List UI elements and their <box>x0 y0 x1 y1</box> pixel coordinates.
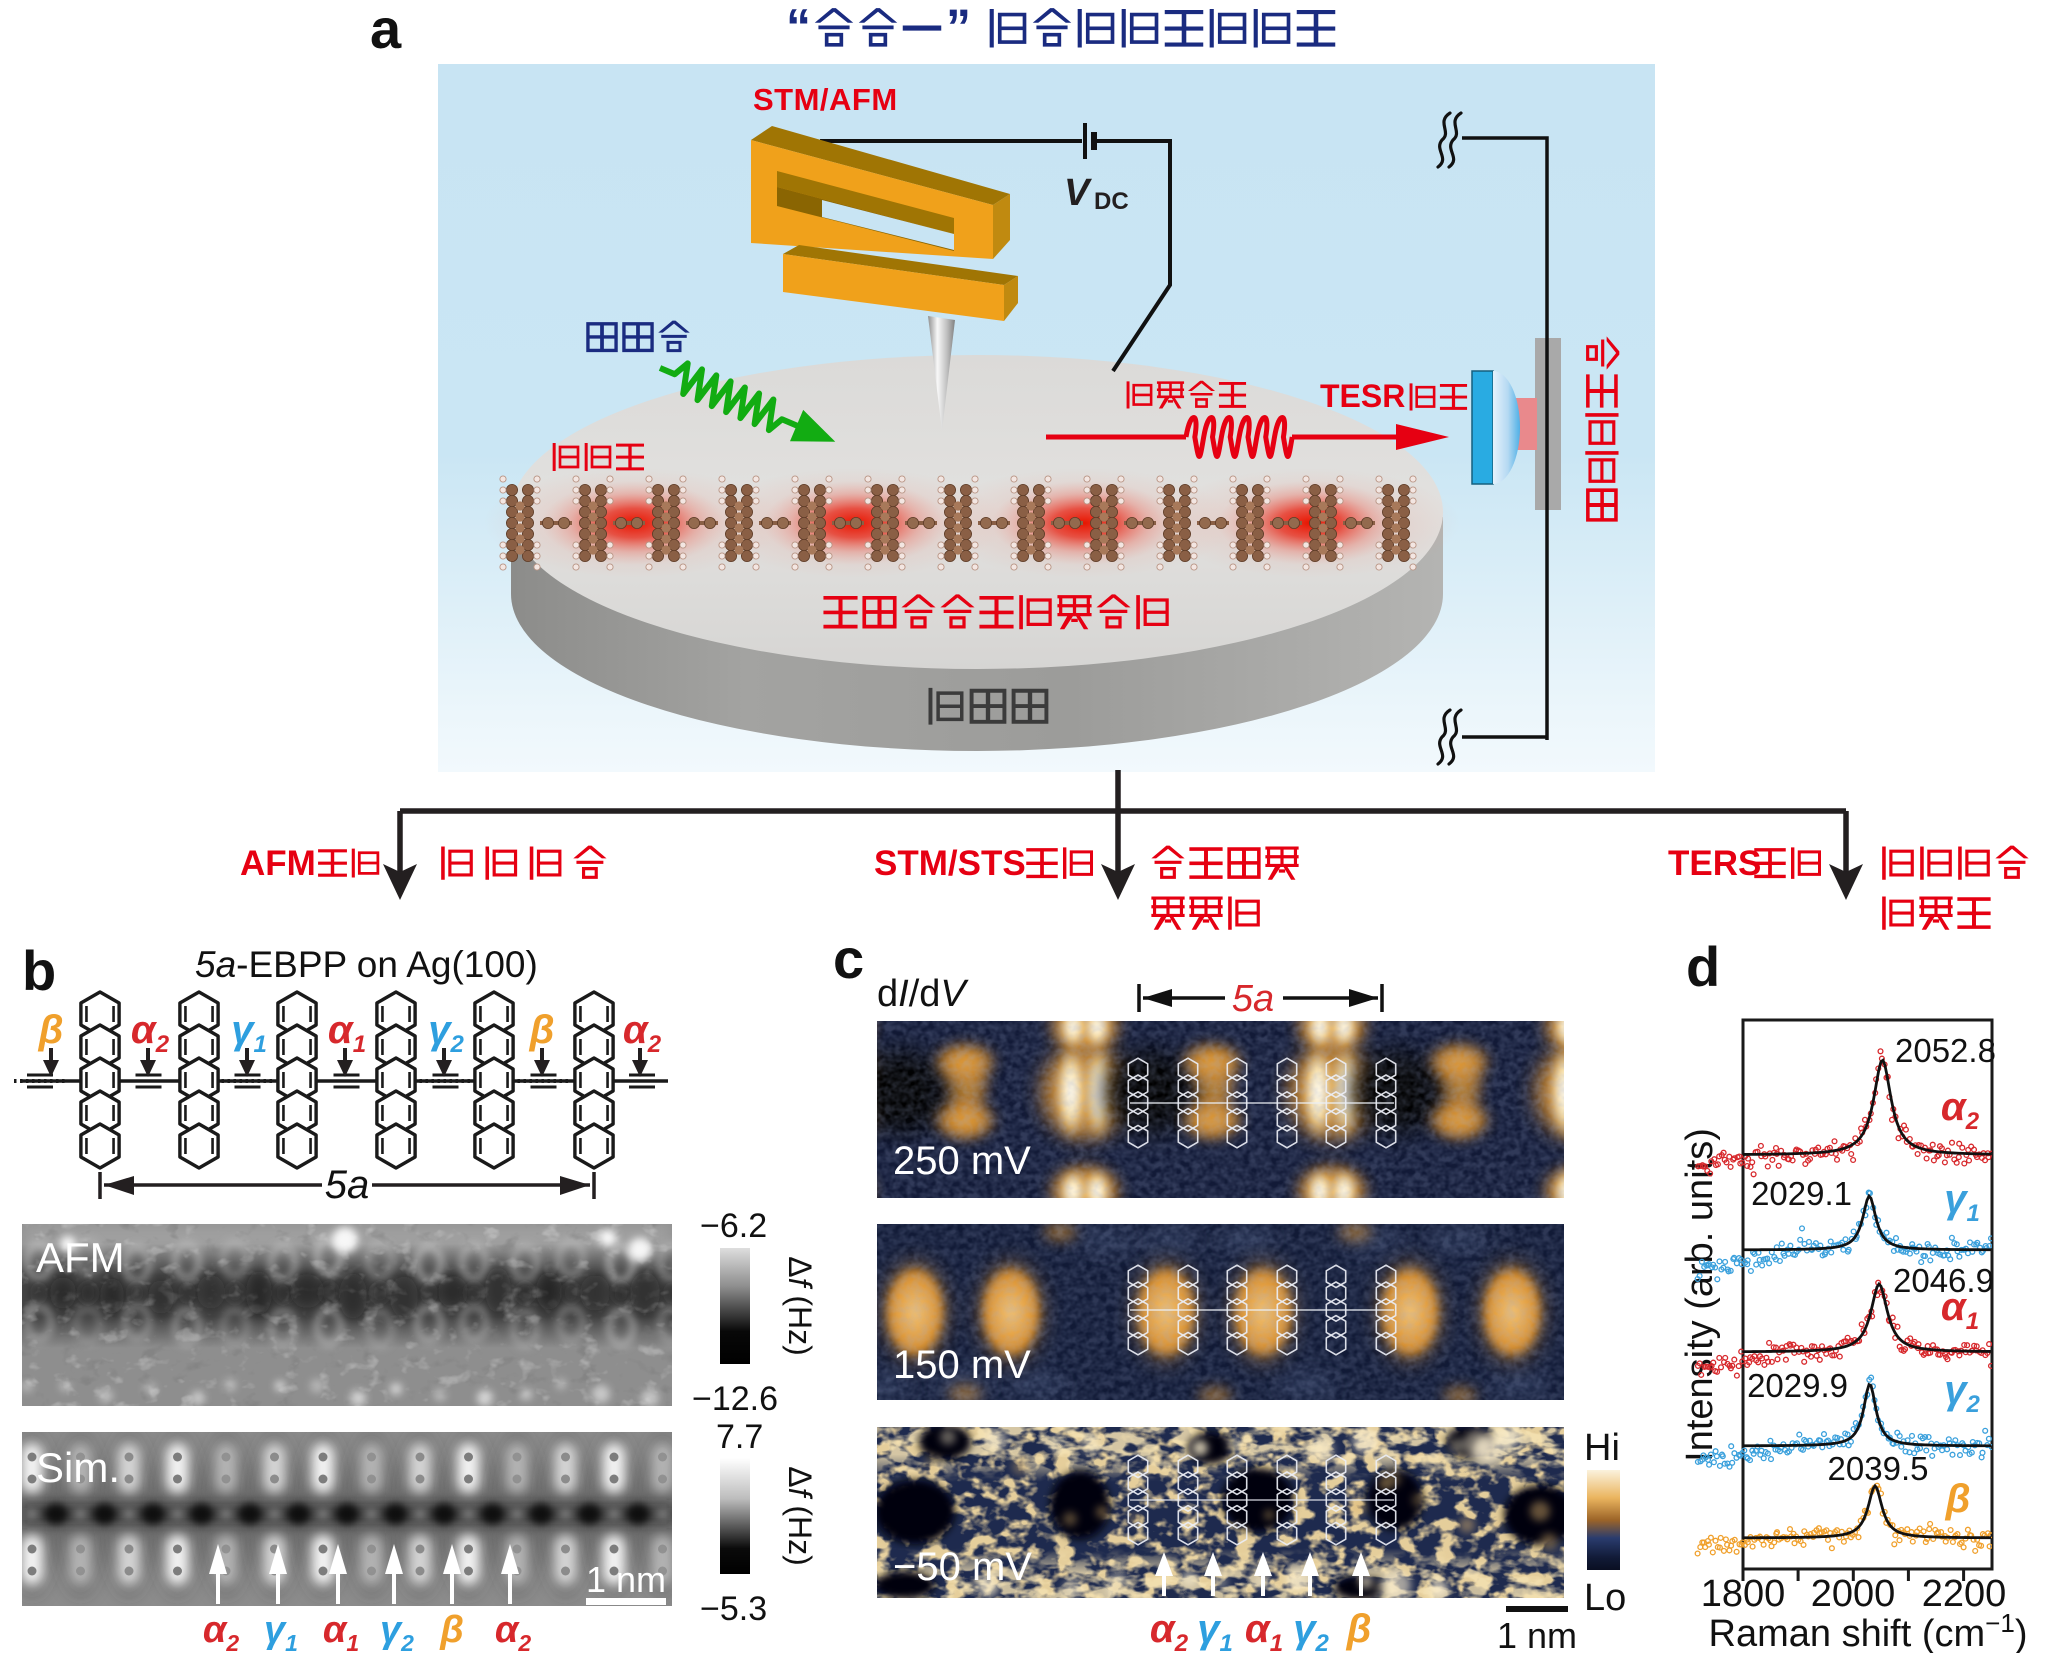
svg-text:β: β <box>439 1609 464 1651</box>
svg-text:a: a <box>370 0 402 60</box>
svg-text:Raman shift (cm−1): Raman shift (cm−1) <box>1709 1608 2028 1653</box>
svg-text:−5.3: −5.3 <box>700 1590 767 1628</box>
svg-text:DC: DC <box>1094 188 1129 215</box>
svg-text:2039.5: 2039.5 <box>1828 1450 1929 1487</box>
svg-text:β: β <box>529 1008 555 1052</box>
svg-text:Intensity (arb. units): Intensity (arb. units) <box>1679 1128 1721 1462</box>
svg-text:c: c <box>833 927 864 990</box>
svg-text:b: b <box>22 939 56 1002</box>
svg-text:2046.9: 2046.9 <box>1893 1262 1994 1299</box>
svg-text:2200: 2200 <box>1922 1573 2007 1615</box>
svg-text:Hi: Hi <box>1584 1427 1620 1469</box>
svg-text:1 nm: 1 nm <box>1497 1615 1577 1653</box>
svg-text:5a-EBPP on Ag(100): 5a-EBPP on Ag(100) <box>195 944 538 985</box>
svg-text:5a: 5a <box>1232 978 1274 1020</box>
svg-text:5a: 5a <box>325 1163 370 1207</box>
svg-text:dI/dV: dI/dV <box>877 973 969 1015</box>
svg-text:Δf (Hz): Δf (Hz) <box>782 1256 818 1356</box>
svg-text:−12.6: −12.6 <box>692 1380 778 1418</box>
svg-text:STM/AFM: STM/AFM <box>753 82 898 117</box>
svg-text:7.7: 7.7 <box>716 1418 763 1456</box>
svg-text:AFM: AFM <box>240 844 316 883</box>
svg-text:TERS: TERS <box>1668 844 1761 883</box>
svg-text:STM/STS: STM/STS <box>874 844 1026 883</box>
svg-text:2029.1: 2029.1 <box>1751 1175 1852 1212</box>
svg-text:250 mV: 250 mV <box>893 1139 1031 1183</box>
svg-text:”: ” <box>946 0 971 55</box>
svg-text:α2: α2 <box>131 1008 170 1058</box>
svg-text:2000: 2000 <box>1811 1573 1896 1615</box>
svg-text:1800: 1800 <box>1701 1573 1786 1615</box>
svg-text:β: β <box>38 1008 64 1052</box>
svg-text:TESR: TESR <box>1320 378 1405 414</box>
svg-text:Sim.: Sim. <box>36 1444 120 1491</box>
svg-text:1 nm: 1 nm <box>586 1559 666 1600</box>
svg-text:−50 mV: −50 mV <box>893 1545 1032 1589</box>
svg-text:2029.9: 2029.9 <box>1747 1367 1848 1404</box>
svg-text:V: V <box>1064 172 1092 214</box>
svg-text:Δf (Hz): Δf (Hz) <box>782 1466 818 1566</box>
svg-text:β: β <box>1945 1477 1971 1521</box>
svg-text:d: d <box>1686 935 1720 998</box>
svg-text:150 mV: 150 mV <box>893 1343 1031 1387</box>
svg-text:AFM: AFM <box>36 1234 125 1281</box>
svg-text:Lo: Lo <box>1584 1577 1626 1619</box>
svg-text:−6.2: −6.2 <box>700 1207 767 1245</box>
svg-text:β: β <box>1346 1607 1372 1651</box>
svg-text:“: “ <box>786 0 811 55</box>
svg-text:α2: α2 <box>203 1609 240 1653</box>
svg-text:2052.8: 2052.8 <box>1895 1032 1996 1069</box>
